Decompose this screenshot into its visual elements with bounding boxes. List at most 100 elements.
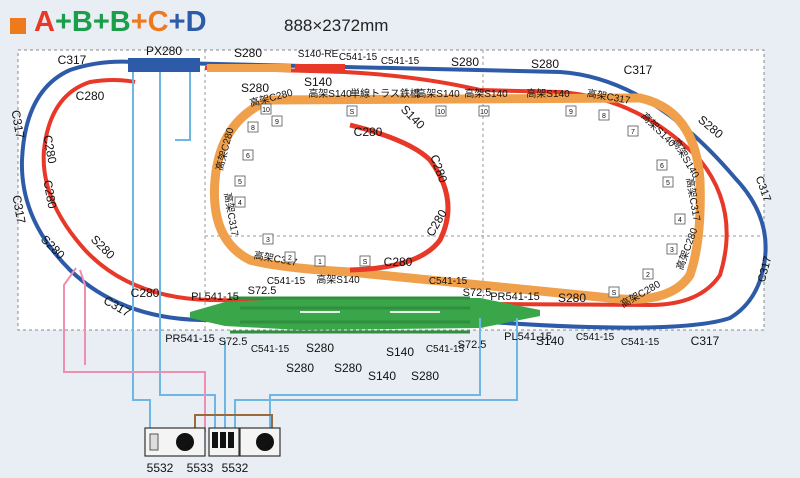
title-part: C (147, 6, 169, 38)
pier-number: 4 (238, 200, 242, 207)
title-part: B (71, 6, 93, 38)
elevated-loop-orange (209, 93, 705, 304)
c541-label: C541-15 (621, 337, 660, 348)
elevated-s140-label: 高架S140 (464, 87, 508, 100)
title-part: D (185, 6, 207, 38)
s280-label: S280 (451, 55, 479, 69)
c317-label: C317 (624, 63, 653, 77)
pier-number: 1 (318, 259, 322, 266)
s280-label: S280 (558, 291, 586, 305)
pier-box (666, 243, 678, 255)
pier-number: S (612, 290, 617, 297)
turnout-switch (208, 427, 240, 457)
title-part: + (54, 6, 72, 38)
pier-number: S (350, 109, 355, 116)
pier-box (435, 105, 447, 117)
s280-label: S280 (306, 341, 334, 355)
c280-label: C280 (131, 286, 160, 300)
pier-number: 7 (631, 129, 635, 136)
pier-number: 10 (480, 109, 488, 116)
s280-label: S280 (241, 81, 269, 95)
title-part: + (92, 6, 110, 38)
s140re-label: S140-RE (298, 49, 339, 60)
c317-label: C317 (691, 334, 720, 348)
pier-marker: 8 (598, 109, 610, 121)
px280-track (128, 58, 200, 72)
feeder-wire (194, 414, 273, 432)
pier-box (314, 255, 326, 267)
pier-marker: 1 (314, 255, 326, 267)
pier-box (359, 255, 371, 267)
c317-label: C317 (9, 109, 28, 140)
switch-lever (228, 432, 234, 448)
feeder-wire (159, 70, 216, 432)
pr541-label: PR541-15 (165, 333, 215, 345)
elevated-s140-label: 高架S140 (316, 273, 360, 286)
pier-box (260, 103, 272, 115)
title-part: + (168, 6, 186, 38)
pier-number: 6 (246, 153, 250, 160)
pier-box (662, 176, 674, 188)
pier-marker: 10 (260, 103, 272, 115)
pier-number: S (363, 259, 368, 266)
c541-label: C541-15 (429, 276, 468, 287)
pl541-label: PL541-15 (191, 291, 239, 303)
c541-label: C541-15 (381, 56, 420, 67)
pier-number: 5 (238, 179, 242, 186)
pier-number: 4 (678, 217, 682, 224)
s72-label: S72.5 (248, 285, 277, 297)
pier-marker: 5 (662, 176, 674, 188)
pier-marker: 3 (262, 233, 274, 245)
s72-label: S72.5 (463, 287, 492, 299)
pier-box (234, 175, 246, 187)
s72-label: S72.5 (458, 339, 487, 351)
pier-marker: 4 (234, 196, 246, 208)
outer-loop-red (41, 66, 729, 308)
pier-box (478, 105, 490, 117)
elevated-s140-label: 高架S140 (416, 87, 460, 100)
c541-label: C541-15 (576, 332, 615, 343)
pier-box (565, 105, 577, 117)
pier-marker: S (346, 105, 358, 117)
pier-number: 3 (670, 247, 674, 254)
c541-label: C541-15 (267, 276, 306, 287)
power-pack-right (239, 427, 281, 457)
s280-label: S280 (531, 57, 559, 71)
title-part: + (130, 6, 148, 38)
switch (149, 433, 159, 451)
c280-label: C280 (41, 134, 60, 165)
feeder-wires (63, 70, 518, 432)
pier-box (284, 251, 296, 263)
pier-marker: 2 (642, 268, 654, 280)
controller-label: 5533 (187, 461, 214, 475)
pier-marker: 7 (627, 125, 639, 137)
s140-label: S140 (304, 75, 332, 89)
feeder-wire (269, 318, 481, 432)
elevated-s140-label: 高架S140 (308, 87, 352, 100)
pier-number: 8 (251, 125, 255, 132)
feeder-wire (79, 269, 86, 365)
pier-number: 2 (646, 272, 650, 279)
s280-label: S280 (334, 361, 362, 375)
title-part: A (34, 6, 55, 38)
c280-label: C280 (41, 179, 60, 210)
header-orange-square (10, 18, 26, 34)
c541-label: C541-15 (426, 344, 465, 355)
pier-marker: 2 (284, 251, 296, 263)
pier-marker: 5 (234, 175, 246, 187)
title-part: B (109, 6, 131, 38)
pier-box (234, 196, 246, 208)
pier-marker: 10 (478, 105, 490, 117)
s72-label: S72.5 (219, 336, 248, 348)
c280-label: C280 (354, 125, 383, 139)
station-yard-green (190, 296, 540, 334)
pier-marker: 6 (242, 149, 254, 161)
pr541-label: PR541-15 (490, 291, 540, 303)
pier-box (598, 109, 610, 121)
s140-label: S140 (386, 345, 414, 359)
pier-number: 3 (266, 237, 270, 244)
pier-box (262, 233, 274, 245)
